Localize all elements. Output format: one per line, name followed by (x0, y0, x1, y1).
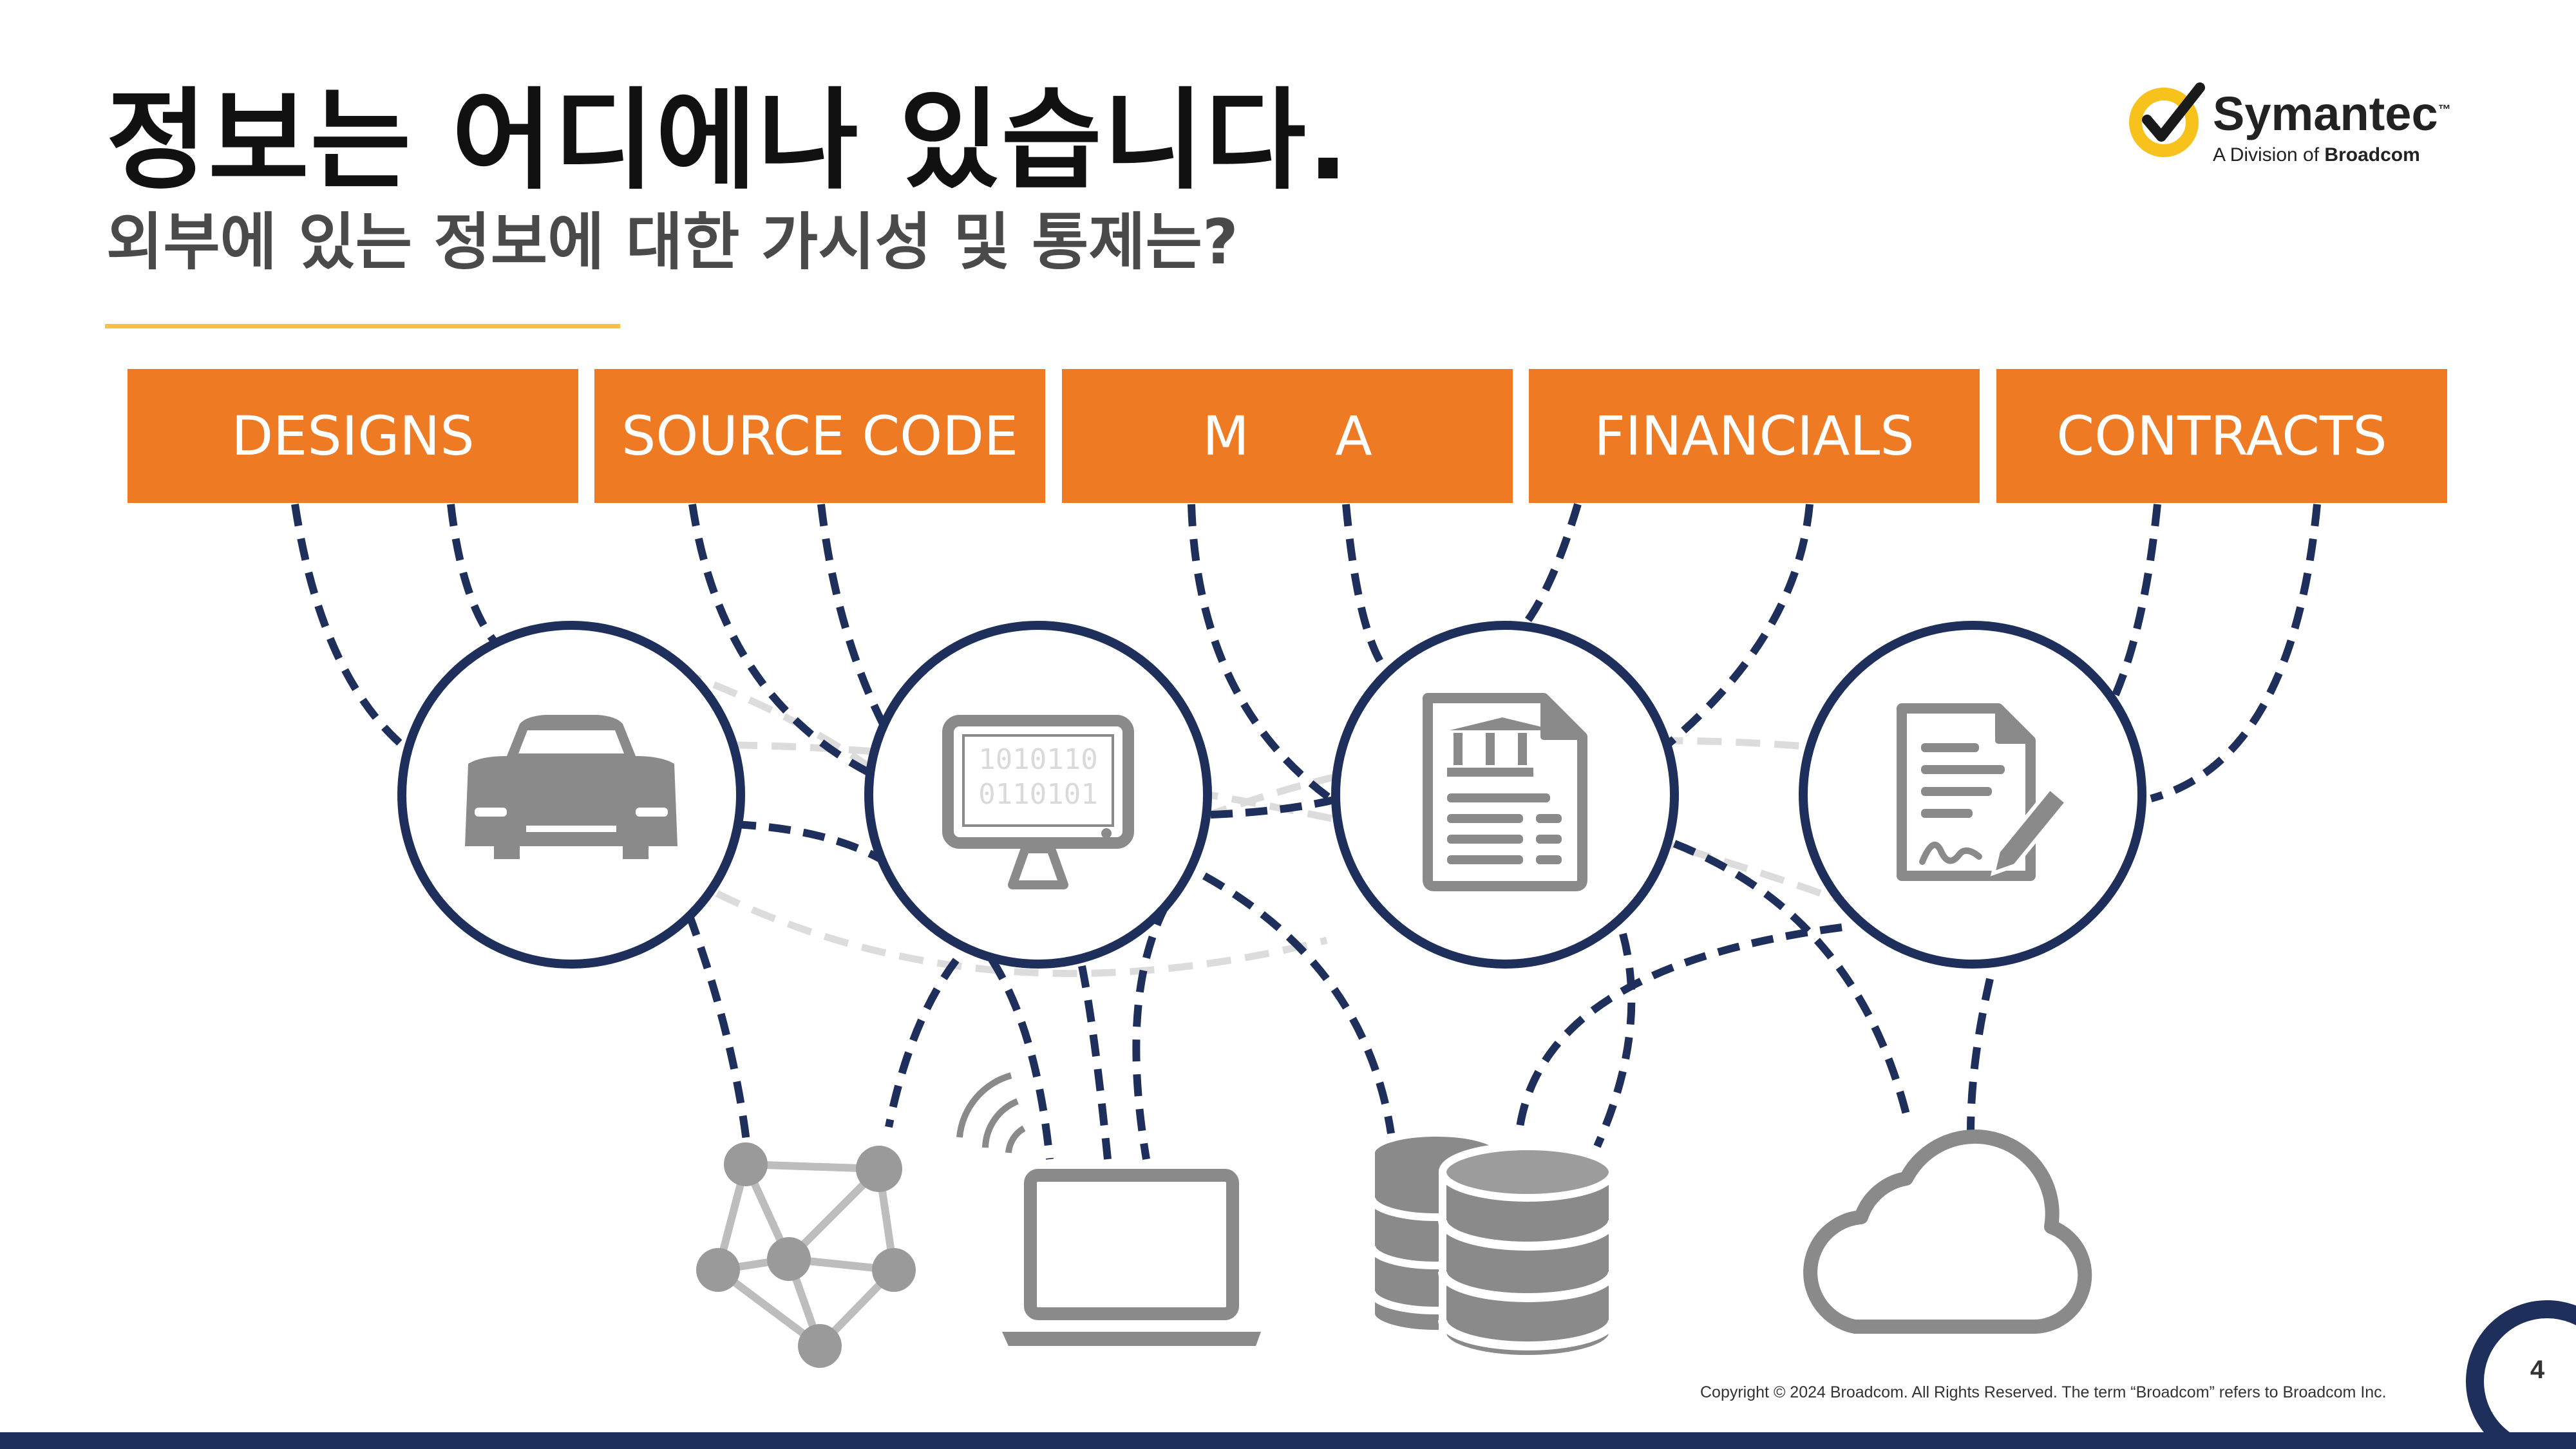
slide-title: 정보는 어디에나 있습니다. (106, 77, 1350, 205)
category-designs: DESIGNS (128, 369, 578, 503)
page-number: 4 (2530, 1356, 2545, 1384)
category-contracts: CONTRACTS (1996, 369, 2447, 503)
page-number-circle (2466, 1300, 2576, 1449)
hub-circle-monitor (864, 621, 1212, 969)
logo-tagline: A Division of Broadcom (2213, 144, 2420, 166)
footer-bar (0, 1432, 2576, 1449)
financial-document-icon (1423, 693, 1587, 891)
checkmark-logo-icon (2129, 82, 2205, 157)
laptop-wifi-icon (956, 1072, 1261, 1346)
category-source-code: SOURCE CODE (594, 369, 1045, 503)
binary-line-1: 1010110 (978, 743, 1097, 776)
binary-line-2: 0110101 (978, 778, 1097, 811)
contract-icon (1897, 703, 2070, 881)
cloud-icon (1803, 1129, 2092, 1334)
title-underline (105, 324, 620, 328)
car-icon (465, 715, 677, 859)
slide-subtitle: 외부에 있는 정보에 대한 가시성 및 통제는? (106, 206, 1238, 278)
database-icon (1368, 1130, 1617, 1363)
category-financials: FINANCIALS (1529, 369, 1980, 503)
logo-wordmark: Symantec™ (2213, 87, 2451, 140)
monitor-icon: 1010110 0110101 (942, 715, 1134, 889)
symantec-logo: Symantec™ A Division of Broadcom (2125, 77, 2486, 174)
network-icon (696, 1142, 916, 1368)
category-m-and-a: M A (1062, 369, 1513, 503)
copyright-notice: Copyright © 2024 Broadcom. All Rights Re… (1700, 1383, 2387, 1401)
